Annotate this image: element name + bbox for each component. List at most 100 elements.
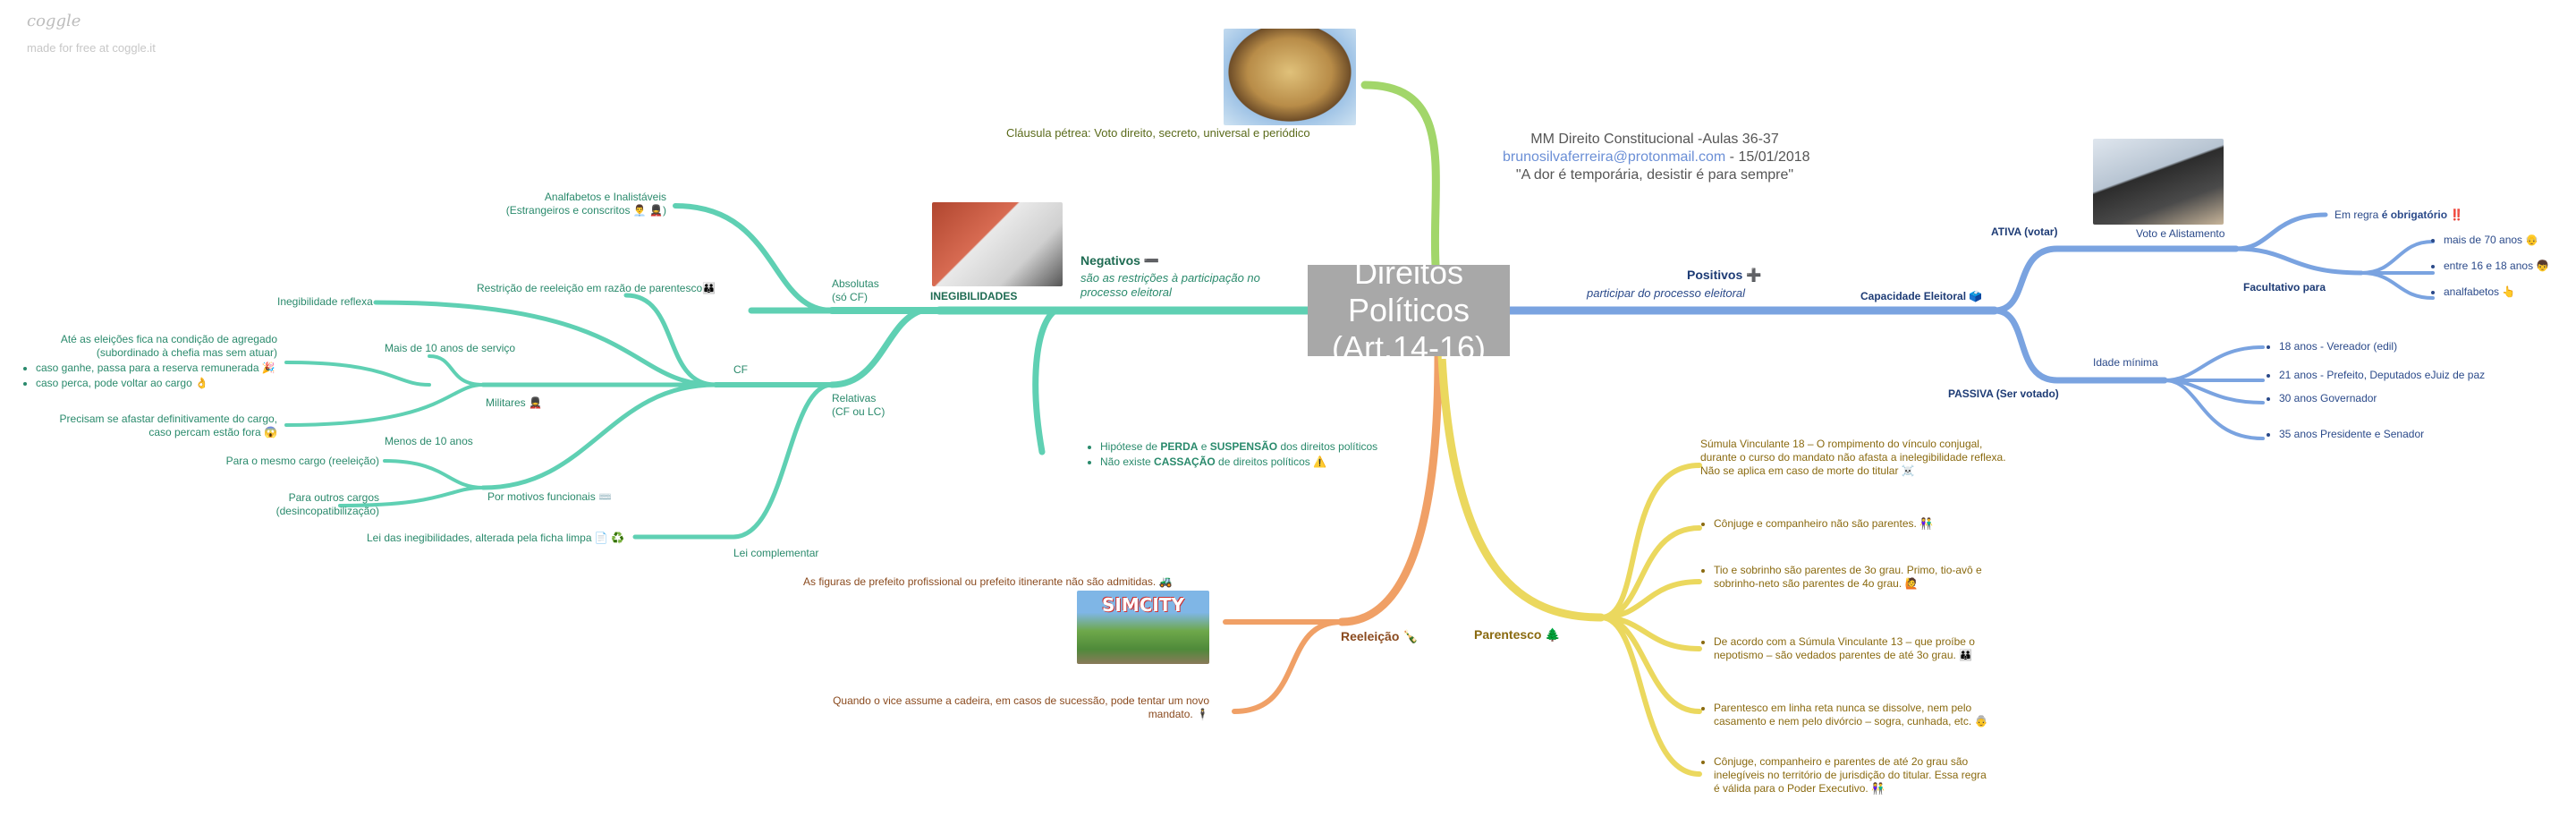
ativa-label: ATIVA (votar) [1991, 226, 2058, 238]
simcity-logo: SIMCITY [1102, 594, 1184, 616]
edge-passiva [1991, 307, 2168, 384]
reeleicao-title: Reeleição 🍾 [1341, 629, 1419, 643]
restricao-label: Restrição de reeleição em razão de paren… [477, 282, 716, 294]
negativos-bullets: Hipótese de PERDA e SUSPENSÃO dos direit… [1084, 440, 1377, 471]
idades-list: 18 anos - Vereador (edil) 21 anos - Pref… [2263, 340, 2485, 443]
author-email[interactable]: brunosilvaferreira@protonmail.com [1503, 149, 1726, 165]
edge-par-2 [1598, 525, 1702, 620]
edge-par-6 [1598, 615, 1702, 777]
negativos-subtitle-2: processo eleitoral [1080, 285, 1172, 299]
sumula-18-text: Súmula Vinculante 18 – O rompimento do v… [1700, 438, 2006, 477]
vice-text: Quando o vice assume a cadeira, em casos… [833, 694, 1209, 720]
parentesco-item-3: De acordo com a Súmula Vinculante 13 – q… [1698, 635, 1975, 664]
positivos-label: Positivos [1687, 268, 1743, 282]
edge-mais10-b [284, 361, 431, 387]
idade-21: 21 anos - Prefeito, Deputados eJuiz de p… [2279, 369, 2485, 382]
edge-restricao [623, 293, 718, 387]
passiva-label: PASSIVA (Ser votado) [1948, 387, 2059, 400]
mais-10-anos-label: Mais de 10 anos de serviço [385, 342, 516, 354]
simcity-image: SIMCITY [1077, 591, 1209, 664]
negativos-label: Negativos [1080, 253, 1140, 268]
edge-clausula [1360, 81, 1440, 269]
agregado-ganhe: caso ganhe, passa para a reserva remuner… [36, 362, 275, 375]
fac-70-anos: mais de 70 anos 👴 [2444, 234, 2549, 247]
edge-outros [338, 486, 485, 507]
edge-id1 [2163, 345, 2265, 382]
mesmo-cargo-label: Para o mesmo cargo (reeleição) [225, 455, 379, 467]
edge-funcionais [480, 382, 718, 490]
coggle-tagline[interactable]: made for free at coggle.it [27, 41, 156, 55]
idade-35: 35 anos Presidente e Senador [2279, 428, 2485, 441]
edge-bullets [1032, 307, 1059, 455]
edge-relativas [828, 307, 925, 388]
central-node[interactable]: Direitos Políticos (Art.14-16) [1308, 254, 1510, 366]
edge-mais10 [428, 354, 485, 387]
negativos-subtitle: são as restrições à participação no proc… [1080, 271, 1260, 300]
edge-reel-2 [1232, 619, 1344, 714]
edge-leicomp [731, 382, 835, 540]
facultativo-label: Facultativo para [2243, 281, 2326, 294]
clausula-text: Cláusula pétrea: Voto direito, secreto, … [1006, 126, 1310, 140]
edge-id4 [2163, 379, 2265, 440]
bullet-perda: Hipótese de PERDA e SUSPENSÃO dos direit… [1100, 440, 1377, 454]
bullet-cassacao: Não existe CASSAÇÃO de direitos político… [1100, 455, 1377, 469]
plus-icon: ➕ [1746, 268, 1762, 282]
author-line: brunosilvaferreira@protonmail.com - 15/0… [1503, 149, 1810, 166]
course-title: MM Direito Constitucional -Aulas 36-37 [1530, 132, 1779, 147]
edge-par-1 [1598, 463, 1702, 620]
facultativo-list: mais de 70 anos 👴 entre 16 e 18 anos 👦 a… [2428, 234, 2549, 301]
edge-parentesco [1437, 352, 1606, 622]
cf-label: CF [733, 363, 748, 376]
analfabetos-label: Analfabetos e Inalistáveis(Estrangeiros … [505, 191, 666, 217]
prefeito-itinerante-text: As figuras de prefeito profissional ou p… [803, 575, 1173, 588]
capacidade-eleitoral-label: Capacidade Eleitoral 🗳️ [1860, 290, 1983, 302]
inelegibilidades-label: INEGIBILIDADES [930, 290, 1018, 302]
positivos-title: Positivos ➕ [1687, 268, 1762, 282]
edge-fac1 [2360, 240, 2435, 275]
parentesco-item-1: Cônjuge e companheiro não são parentes. … [1698, 517, 1933, 532]
agregado-bullets: caso ganhe, passa para a reserva remuner… [20, 362, 275, 392]
negativos-subtitle-1: são as restrições à participação no [1080, 271, 1260, 285]
positivos-subtitle: participar do processo eleitoral [1587, 286, 1746, 300]
edge-emregra [2233, 212, 2328, 251]
agregado-label: Até as eleições fica na condição de agre… [60, 333, 277, 359]
inelegibilidade-reflexa-label: Inegibilidade reflexa [277, 295, 373, 308]
edge-reflexa [373, 300, 718, 387]
agregado-perca: caso perca, pode voltar ao cargo 👌 [36, 377, 275, 390]
edge-menos10 [284, 383, 485, 427]
parentesco-item-4: Parentesco em linha reta nunca se dissol… [1698, 702, 1987, 730]
edge-mesmo [383, 459, 485, 489]
negativos-title: Negativos ➖ [1080, 254, 1159, 268]
afastar-label: Precisam se afastar definitivamente do c… [59, 413, 277, 438]
header-quote: "A dor é temporária, desistir é para sem… [1515, 167, 1794, 183]
rock-image [1224, 29, 1356, 125]
ballot-image [932, 202, 1063, 286]
urna-image [2093, 139, 2224, 225]
parentesco-item-5: Cônjuge, companheiro e parentes de até 2… [1698, 755, 1987, 797]
relativas-label: Relativas(CF ou LC) [832, 392, 886, 418]
menos-10-anos-label: Menos de 10 anos [385, 435, 473, 447]
idade-minima-label: Idade mínima [2093, 356, 2158, 369]
coggle-logo[interactable]: coggle [27, 12, 81, 30]
header-block: MM Direito Constitucional -Aulas 36-37 b… [1503, 131, 1810, 184]
edge-facult [2233, 246, 2364, 276]
edge-ativa [1991, 245, 2240, 314]
central-title: Direitos Políticos [1347, 254, 1470, 328]
central-subtitle: (Art.14-16) [1331, 329, 1487, 366]
em-regra-label: Em regra é obrigatório ‼️ [2334, 208, 2464, 221]
motivos-funcionais-label: Por motivos funcionais ⌨️ [487, 490, 612, 503]
fac-16-18-anos: entre 16 e 18 anos 👦 [2444, 260, 2549, 273]
voto-alistamento-label: Voto e Alistamento [2136, 227, 2225, 240]
lei-ficha-limpa-label: Lei das inegibilidades, alterada pela fi… [367, 532, 625, 544]
lei-complementar-label: Lei complementar [733, 547, 819, 559]
outros-cargos-label: Para outros cargos(desincopatibilização) [275, 491, 379, 517]
header-date: - 15/01/2018 [1725, 149, 1810, 165]
parentesco-title: Parentesco 🌲 [1474, 627, 1561, 642]
edge-reeleicao [1337, 352, 1443, 626]
idade-30: 30 anos Governador [2279, 392, 2485, 405]
absolutas-label: Absolutas(só CF) [832, 277, 879, 303]
edge-abs-analf [673, 203, 835, 313]
minus-icon: ➖ [1143, 253, 1160, 268]
militares-label: Militares 💂 [486, 396, 542, 409]
